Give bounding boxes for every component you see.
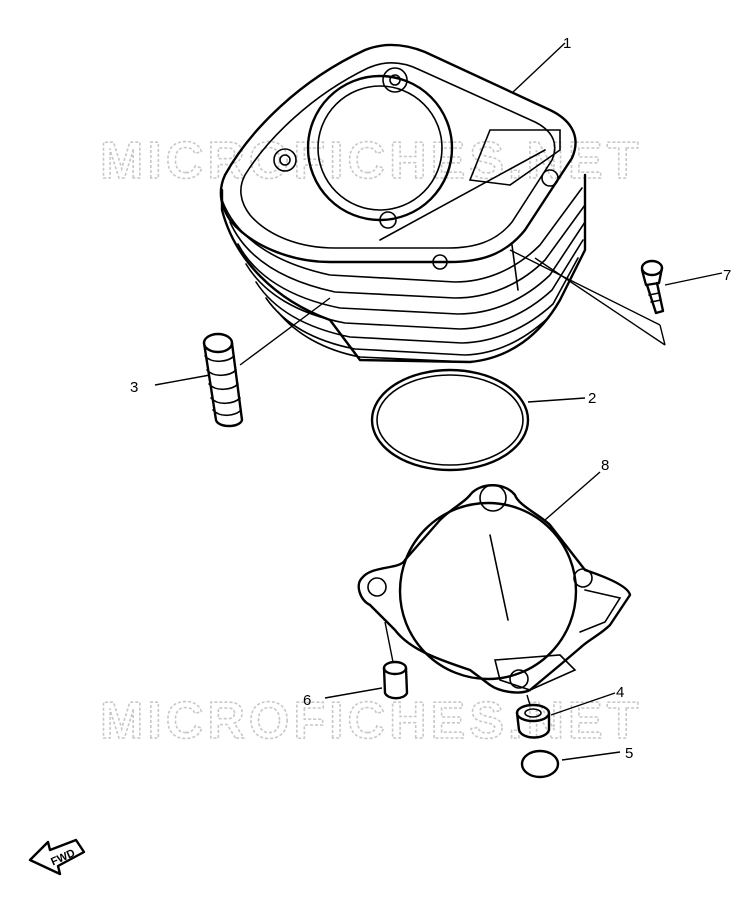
watermark-top: MICROFICHES.NET [100,132,642,190]
o-ring-part [370,368,530,472]
cylinder-part [219,43,587,364]
callout-6: 6 [303,692,311,709]
callout-1: 1 [563,35,571,52]
callout-7: 7 [723,267,731,284]
dowel-pin-right-part [515,703,551,739]
callout-5: 5 [625,745,633,762]
callout-labels: 1 2 3 4 5 6 7 8 [130,35,731,762]
callout-8: 8 [601,457,609,474]
cylinder-gasket-part [357,484,632,694]
callout-2: 2 [588,390,596,407]
stud-bolt-part [202,332,244,428]
fwd-label: FWD [49,847,77,868]
leader-lines [154,42,723,761]
callout-4: 4 [616,684,624,701]
small-o-ring-part [520,749,560,779]
watermark-bottom: MICROFICHES.NET [100,692,642,750]
forward-arrow-icon: FWD [28,838,86,876]
bolt-part [640,259,665,315]
callout-3: 3 [130,379,138,396]
dowel-pin-left-part [382,660,409,700]
